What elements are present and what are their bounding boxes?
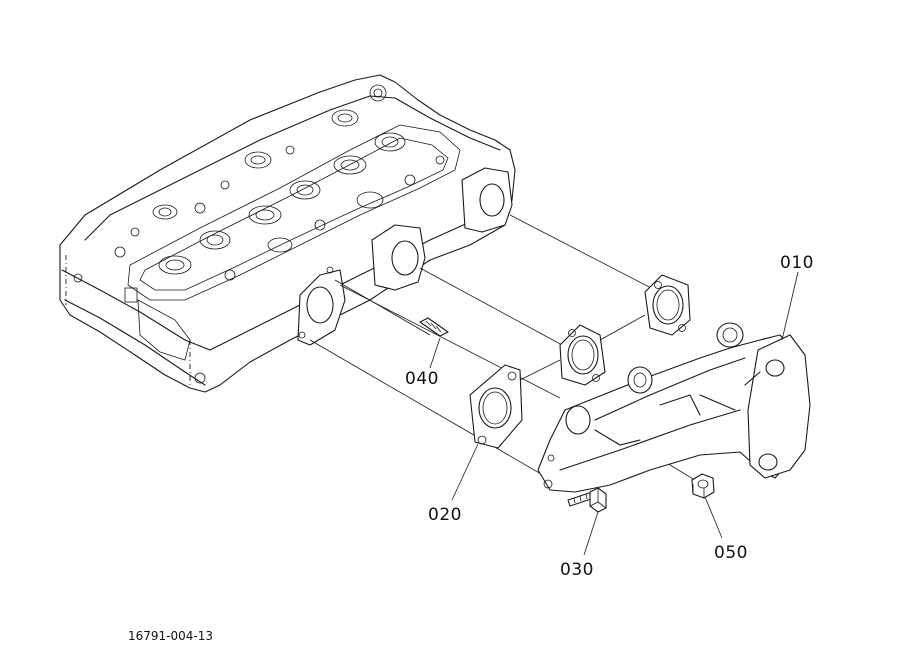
leader-lines [429,271,799,556]
stud-bolt [419,317,449,337]
callout-020: 020 [428,505,462,525]
callout-010: 010 [780,253,814,273]
gasket-left [469,364,523,449]
diagram-reference-number: 16791-004-13 [128,629,213,643]
exhaust-manifold [537,322,811,493]
gasket-middle [559,324,606,386]
flange-bolt [567,487,607,513]
cylinder-head [59,74,516,393]
callout-040: 040 [405,369,439,389]
callout-030: 030 [560,560,594,580]
gasket-right [644,274,691,336]
gasket-bridge [519,314,646,381]
callout-050: 050 [714,543,748,563]
hex-nut [691,473,715,499]
